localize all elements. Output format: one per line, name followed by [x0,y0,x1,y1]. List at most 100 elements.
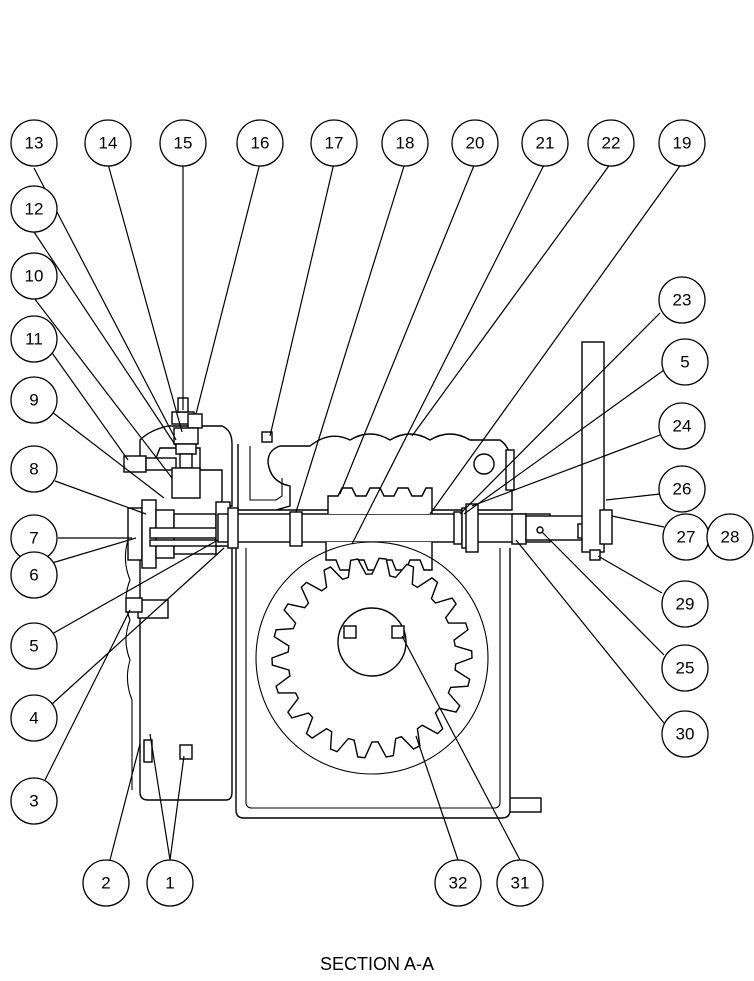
callouts: 13 14 15 16 17 18 20 21 22 19 12 10 11 9… [10,119,754,907]
callout-19: 19 [658,119,706,167]
svg-text:5: 5 [29,637,38,656]
leader-13 [33,167,177,441]
callout-3: 3 [10,777,58,825]
valve-body-10 [171,467,201,499]
callout-2: 2 [82,859,130,907]
leader-lines [33,162,683,861]
worm-gear-32 [255,541,489,775]
callout-11: 11 [10,315,58,363]
leader-5-right [463,369,665,515]
svg-text:31: 31 [511,874,530,893]
callout-13: 13 [10,119,58,167]
left-bolt-head-3 [125,597,143,613]
pin-25 [536,526,544,534]
bearing-18 [289,511,303,547]
leader-25 [541,531,665,656]
callout-27: 27 [662,513,710,561]
svg-text:28: 28 [721,528,740,547]
leader-11 [49,349,129,461]
svg-text:2: 2 [101,874,110,893]
nut-23 [453,511,463,545]
leader-23 [459,312,661,515]
leader-2 [109,743,141,861]
callout-10: 10 [10,252,58,300]
svg-text:6: 6 [29,566,38,585]
callout-14: 14 [84,119,132,167]
svg-text:19: 19 [673,134,692,153]
leader-8 [54,480,147,515]
svg-text:22: 22 [602,134,621,153]
callout-32: 32 [434,859,482,907]
left-bracket-top [139,425,233,507]
inner-shaft [149,527,223,539]
svg-text:24: 24 [673,417,692,436]
callout-5-right: 5 [661,338,709,386]
cover-bolt-hole [473,453,495,475]
fitting-hex-13 [175,443,197,455]
leader-29 [597,555,663,594]
svg-text:17: 17 [325,134,344,153]
gearbox-assembly [123,341,613,819]
leader-1b [169,755,185,861]
callout-18: 18 [381,119,429,167]
callout-15: 15 [159,119,207,167]
svg-text:5: 5 [680,353,689,372]
svg-text:27: 27 [677,528,696,547]
leader-1a [149,733,171,861]
callout-22: 22 [587,119,635,167]
svg-text:10: 10 [25,267,44,286]
svg-text:15: 15 [174,134,193,153]
leader-30 [515,539,665,724]
leader-3 [44,609,131,781]
main-shaft [217,513,551,543]
callout-25: 25 [661,644,709,692]
left-plug-1a [143,739,153,763]
callout-17: 17 [310,119,358,167]
callout-1: 1 [146,859,194,907]
callout-12: 12 [10,185,58,233]
svg-text:8: 8 [29,460,38,479]
bearing-24 [465,503,479,553]
section-caption: SECTION A-A [319,954,435,974]
fitting-stem-12 [179,453,193,469]
leader-22 [411,162,612,437]
callout-6: 6 [10,551,58,599]
gear-bore [337,607,407,677]
cover-boss [261,431,273,443]
lever-hub-28 [599,509,613,545]
svg-text:26: 26 [673,480,692,499]
svg-text:7: 7 [29,529,38,548]
leader-6 [51,537,137,564]
callout-4: 4 [10,694,58,742]
svg-text:20: 20 [466,134,485,153]
callout-16: 16 [236,119,284,167]
gear-key-right-31 [391,625,405,639]
callout-29: 29 [661,580,709,628]
svg-text:16: 16 [251,134,270,153]
leader-9 [51,411,165,499]
svg-text:25: 25 [676,659,695,678]
svg-text:30: 30 [676,725,695,744]
svg-text:21: 21 [536,134,555,153]
callout-23: 23 [658,276,706,324]
leader-19 [429,162,683,515]
leader-18 [295,162,406,513]
set-screw-29 [589,549,601,561]
callout-8: 8 [10,445,58,493]
leader-32 [415,735,459,861]
svg-text:4: 4 [29,709,38,728]
callout-26: 26 [658,465,706,513]
svg-text:32: 32 [449,874,468,893]
gear-key-left-31 [343,625,357,639]
leader-21 [351,162,546,545]
svg-text:11: 11 [25,330,43,349]
svg-text:14: 14 [99,134,118,153]
housing-inner-wall [245,548,501,809]
leader-26 [605,493,661,501]
callout-21: 21 [521,119,569,167]
leader-27 [611,515,665,528]
callout-30: 30 [661,710,709,758]
cover-side-lug [505,449,515,491]
gear-outer-rim [255,541,489,775]
